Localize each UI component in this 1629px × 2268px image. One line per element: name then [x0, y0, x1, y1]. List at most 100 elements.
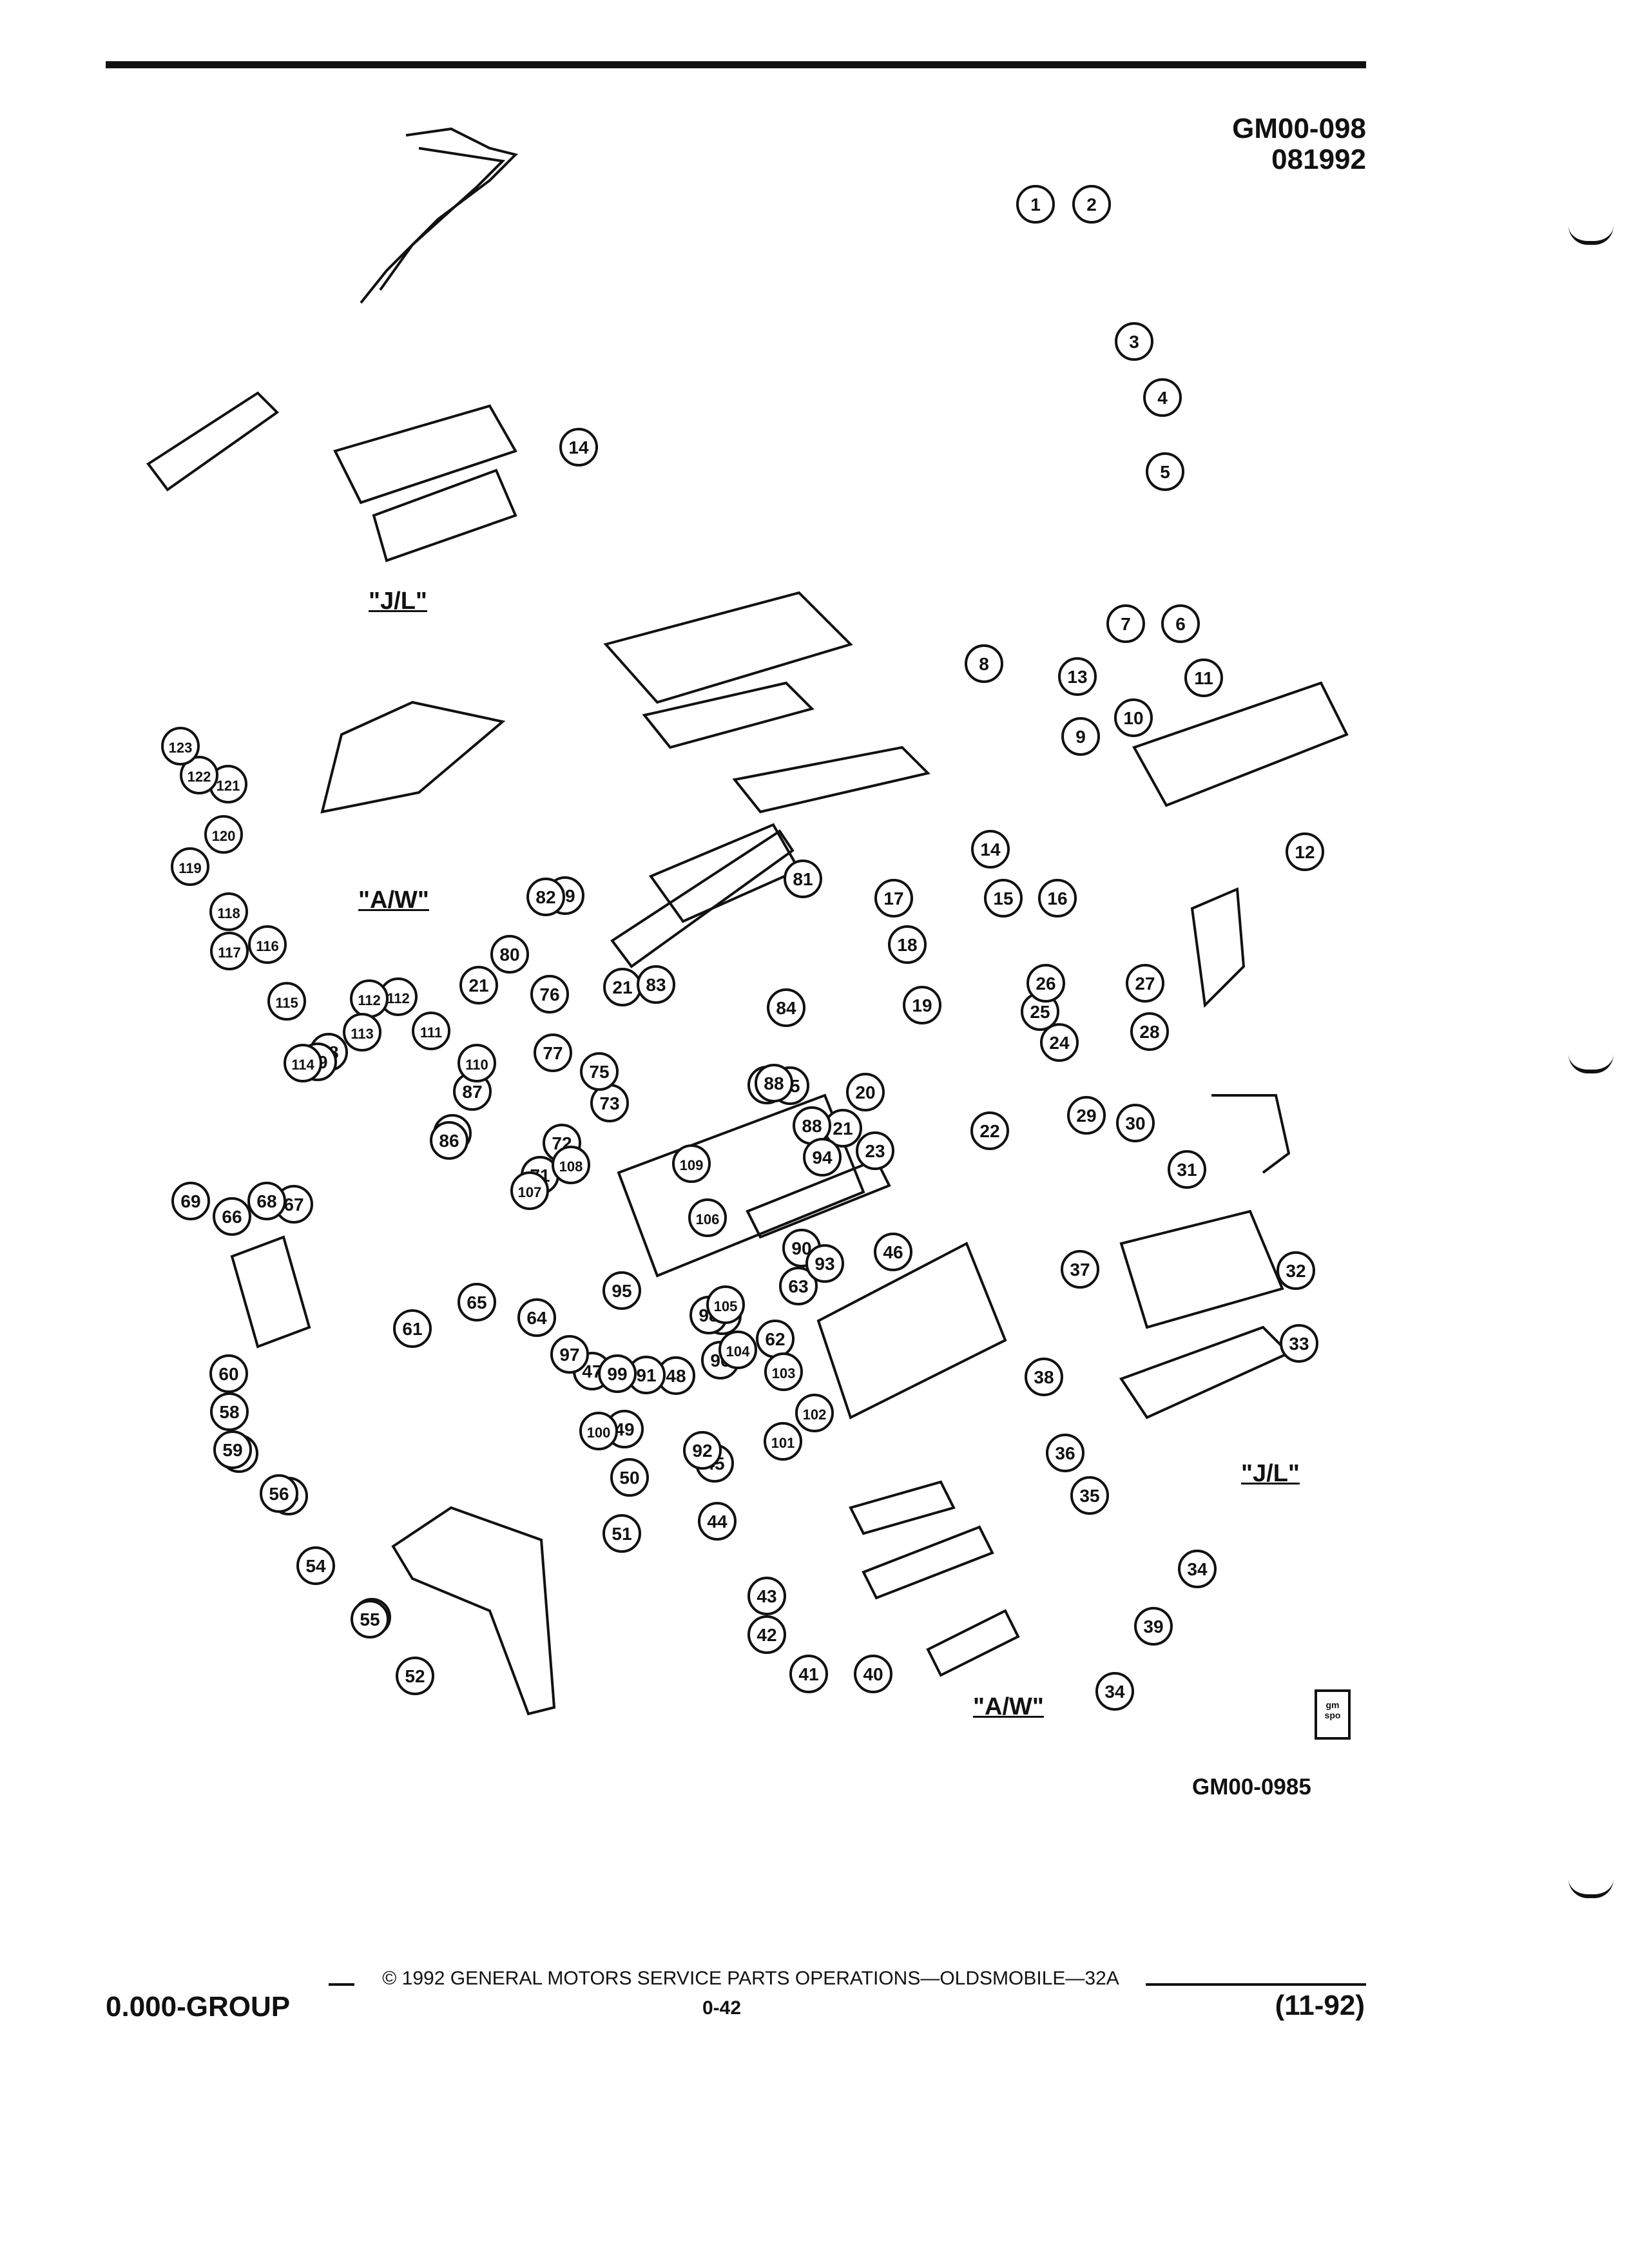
part-outline: [1211, 1094, 1291, 1174]
callout-number: 51: [612, 1524, 631, 1544]
callout-number: 43: [757, 1586, 776, 1606]
callout-15: 15: [984, 879, 1023, 918]
callout-circle: [430, 1121, 468, 1160]
callout-number: 93: [815, 1254, 834, 1274]
callout-52: 52: [396, 1657, 434, 1695]
callout-circle: [1280, 1324, 1318, 1363]
callout-circle: [351, 1600, 389, 1639]
callout-circle: [458, 1283, 496, 1321]
binding-mark-3: [1568, 1879, 1614, 1898]
callout-20: 20: [846, 1073, 885, 1111]
callout-circle: [1130, 1012, 1169, 1051]
part-outline: [603, 591, 853, 704]
callout-circle: [903, 986, 941, 1024]
callout-number: 119: [178, 860, 202, 876]
callout-number: 66: [222, 1207, 242, 1227]
callout-circle: [247, 1182, 286, 1220]
callout-number: 113: [351, 1026, 374, 1042]
callout-number: 68: [256, 1191, 276, 1211]
callout-number: 48: [666, 1366, 686, 1386]
callout-46: 46: [874, 1233, 912, 1271]
callout-circle: [517, 1298, 556, 1337]
callout-number: 12: [1295, 842, 1315, 862]
callout-32: 32: [1277, 1251, 1315, 1290]
callout-number: 92: [692, 1441, 712, 1461]
callout-number: 107: [518, 1184, 542, 1200]
callout-circle: [683, 1431, 722, 1470]
callout-number: 15: [993, 889, 1013, 908]
callout-63: 63: [779, 1267, 818, 1305]
callout-circle: [1072, 185, 1111, 224]
callout-number: 13: [1067, 667, 1087, 687]
callout-number: 84: [776, 998, 796, 1018]
callout-34: 34: [1178, 1550, 1217, 1588]
callout-circle: [459, 966, 498, 1004]
callout-4: 4: [1143, 378, 1182, 417]
callout-119: 119: [171, 847, 209, 886]
callout-82: 82: [526, 878, 565, 916]
callout-44: 44: [698, 1502, 737, 1541]
callout-number: 112: [358, 992, 381, 1008]
callout-circle: [210, 932, 249, 970]
callout-number: 27: [1135, 974, 1155, 994]
callout-95: 95: [602, 1271, 641, 1310]
callout-number: 46: [883, 1242, 903, 1262]
callout-circle: [171, 1182, 210, 1220]
callout-circle: [260, 1474, 298, 1513]
footer-copyright: © 1992 GENERAL MOTORS SERVICE PARTS OPER…: [382, 1968, 1119, 1989]
callout-59: 59: [213, 1430, 252, 1469]
callout-circle: [1115, 322, 1153, 361]
callout-number: 11: [1194, 668, 1213, 688]
callout-115: 115: [267, 982, 306, 1021]
callout-circle: [1168, 1150, 1206, 1189]
callout-number: 19: [912, 995, 932, 1015]
callout-number: 114: [291, 1057, 314, 1073]
diagram-code-line2: 081992: [1271, 144, 1366, 175]
callout-number: 102: [803, 1407, 827, 1423]
callout-number: 97: [559, 1345, 579, 1365]
callout-number: 50: [619, 1468, 639, 1488]
callout-21: 21: [824, 1109, 862, 1148]
part-outline: [333, 404, 517, 505]
callout-circle: [784, 860, 822, 898]
callout-number: 9: [1075, 727, 1086, 747]
callout-number: 120: [212, 828, 236, 844]
callout-circle: [180, 756, 218, 794]
callout-77: 77: [534, 1033, 572, 1072]
callout-80: 80: [490, 935, 529, 974]
callout-circle: [1046, 1434, 1084, 1472]
callout-number: 81: [793, 869, 813, 889]
callout-number: 62: [765, 1329, 785, 1349]
callout-2: 2: [1072, 185, 1111, 224]
part-outline: [746, 1158, 891, 1239]
callout-circle: [1025, 1358, 1063, 1396]
callout-number: 6: [1175, 614, 1186, 634]
part-outline: [732, 745, 930, 814]
callout-circle: [396, 1657, 434, 1695]
callout-number: 58: [219, 1402, 239, 1422]
callout-number: 69: [180, 1191, 200, 1211]
callout-number: 95: [612, 1281, 631, 1301]
callout-81: 81: [784, 860, 822, 898]
callout-circle: [393, 1309, 432, 1348]
callout-28: 28: [1130, 1012, 1169, 1051]
diagram-code: GM00-098 081992: [1232, 113, 1366, 175]
callout-number: 3: [1129, 332, 1139, 352]
binding-mark-2: [1568, 1054, 1614, 1073]
callout-circle: [747, 1577, 786, 1615]
callout-circle: [1146, 452, 1184, 491]
gm-spo-logo-text: gm spo: [1324, 1700, 1341, 1720]
callout-number: 38: [1034, 1367, 1054, 1387]
footer-rule-left: [329, 1983, 354, 1986]
callout-number: 14: [980, 840, 1001, 860]
callout-circle: [171, 847, 209, 886]
callout-number: 106: [696, 1211, 720, 1227]
callout-number: 8: [979, 654, 989, 674]
callout-number: 110: [465, 1057, 488, 1073]
callout-number: 33: [1289, 1334, 1309, 1354]
callout-circle: [530, 975, 569, 1014]
callout-number: 82: [535, 887, 555, 907]
callout-number: 108: [559, 1158, 583, 1175]
